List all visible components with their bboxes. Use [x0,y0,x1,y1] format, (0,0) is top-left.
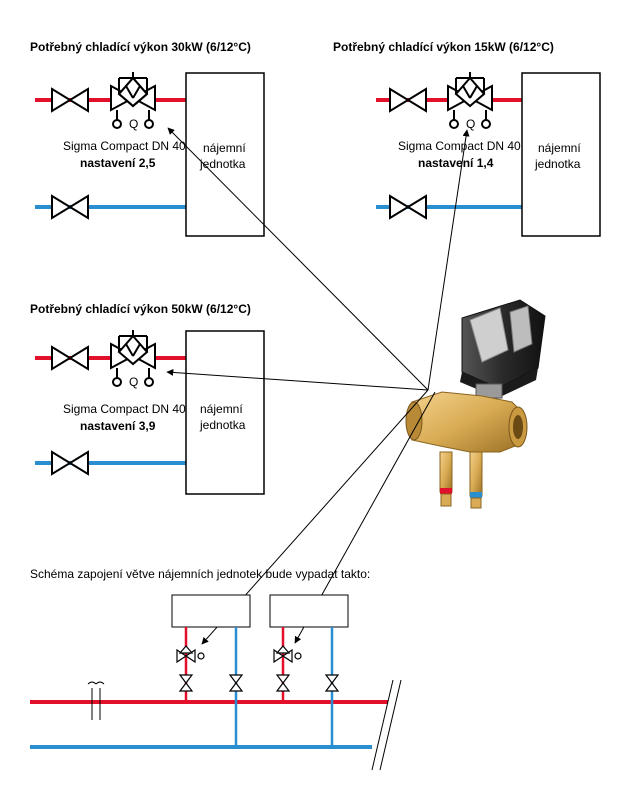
drain-valve-icon [87,681,105,720]
unit-label-line2: jednotka [199,157,246,171]
ball-valve-icon [178,674,194,692]
block-heading: Potřebný chladící výkon 50kW (6/12°C) [30,302,251,316]
schema-caption: Schéma zapojení větve nájemních jednotek… [30,567,370,581]
unit-label-line1: nájemní [203,141,246,155]
ball-valve-icon [51,87,89,113]
pipe-break-icon [371,679,402,771]
valve-setting: nastavení 1,4 [418,156,494,170]
unit-label-line2: jednotka [199,418,246,432]
block-15kw: Potřebný chladící výkon 15kW (6/12°C) Q … [333,40,601,237]
balancing-valve-icon [273,645,302,664]
tenant-unit-box [185,72,265,237]
arrow-to-valve-30kw [167,127,429,391]
valve-setting: nastavení 2,5 [80,156,156,170]
balancing-valve-icon [176,645,205,664]
ball-valve-icon [51,345,89,371]
balancing-valve-icon: Q [110,72,156,131]
tenant-unit-box [521,72,601,237]
arrow-to-valve-50kw [166,368,429,391]
valve-symbol-label: Q [466,117,475,131]
block-50kw: Potřebný chladící výkon 50kW (6/12°C) Q … [30,302,265,495]
ball-valve-icon [51,194,89,220]
unit-label-line1: nájemní [200,402,243,416]
ball-valve-icon [389,87,427,113]
valve-symbol-label: Q [129,117,138,131]
valve-symbol-label: Q [129,375,138,389]
valve-name: Sigma Compact DN 40 [63,139,186,153]
block-heading: Potřebný chladící výkon 15kW (6/12°C) [333,40,554,54]
schema-tenant-unit [171,594,251,628]
arrow-to-valve-15kw [427,129,470,391]
ball-valve-icon [51,450,89,476]
valve-name: Sigma Compact DN 40 [63,402,186,416]
schema-tenant-unit [269,594,349,628]
balancing-valve-icon: Q [447,72,493,131]
ball-valve-icon [275,674,291,692]
tenant-unit-box [185,330,265,495]
ball-valve-icon [324,674,340,692]
block-heading: Potřebný chladící výkon 30kW (6/12°C) [30,40,251,54]
balancing-valve-icon: Q [110,330,156,389]
unit-label-line1: nájemní [538,141,581,155]
unit-label-line2: jednotka [534,157,581,171]
block-30kw: Potřebný chladící výkon 30kW (6/12°C) Q [30,40,265,237]
branch-schema: Schéma zapojení větve nájemních jednotek… [30,567,402,771]
ball-valve-icon [389,194,427,220]
valve-photo-icon [405,299,546,509]
valve-setting: nastavení 3,9 [80,419,156,433]
ball-valve-icon [228,674,244,692]
valve-name: Sigma Compact DN 40 [398,139,521,153]
